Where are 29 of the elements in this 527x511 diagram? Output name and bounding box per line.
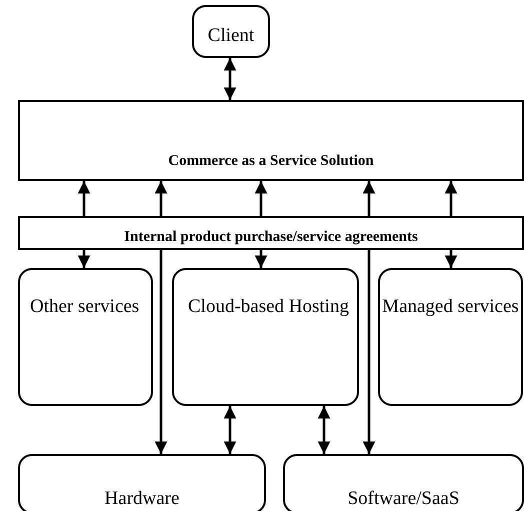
process-box [18,216,524,250]
rounded-box [378,268,523,406]
arrow [362,181,376,216]
arrow [444,181,458,216]
node-label: Managed services [381,295,520,319]
node-label: Hardware [104,487,180,511]
arrow [154,181,168,216]
node-label: Commerce as a Service Solution [167,152,375,171]
node-label: Other services [30,295,140,319]
node-label: Cloud-based Hosting [188,295,350,319]
node-label: Software/SaaS [346,487,460,511]
node-label: Internal product purchase/service agreements [123,228,419,247]
arrow [154,250,168,454]
rounded-box [283,454,524,511]
arrow [318,406,330,454]
rounded-box [172,268,359,406]
rounded-box [18,454,266,511]
rounded-box [18,268,153,406]
arrow [362,250,376,454]
arrow [224,406,236,454]
arrow [224,58,236,100]
rounded-box [192,5,270,58]
arrow [78,250,90,268]
process-box [18,100,524,181]
arrow [444,250,458,268]
node-label: Client [206,24,256,48]
arrow [254,181,268,216]
arrow [78,181,90,216]
arrow [254,250,268,268]
